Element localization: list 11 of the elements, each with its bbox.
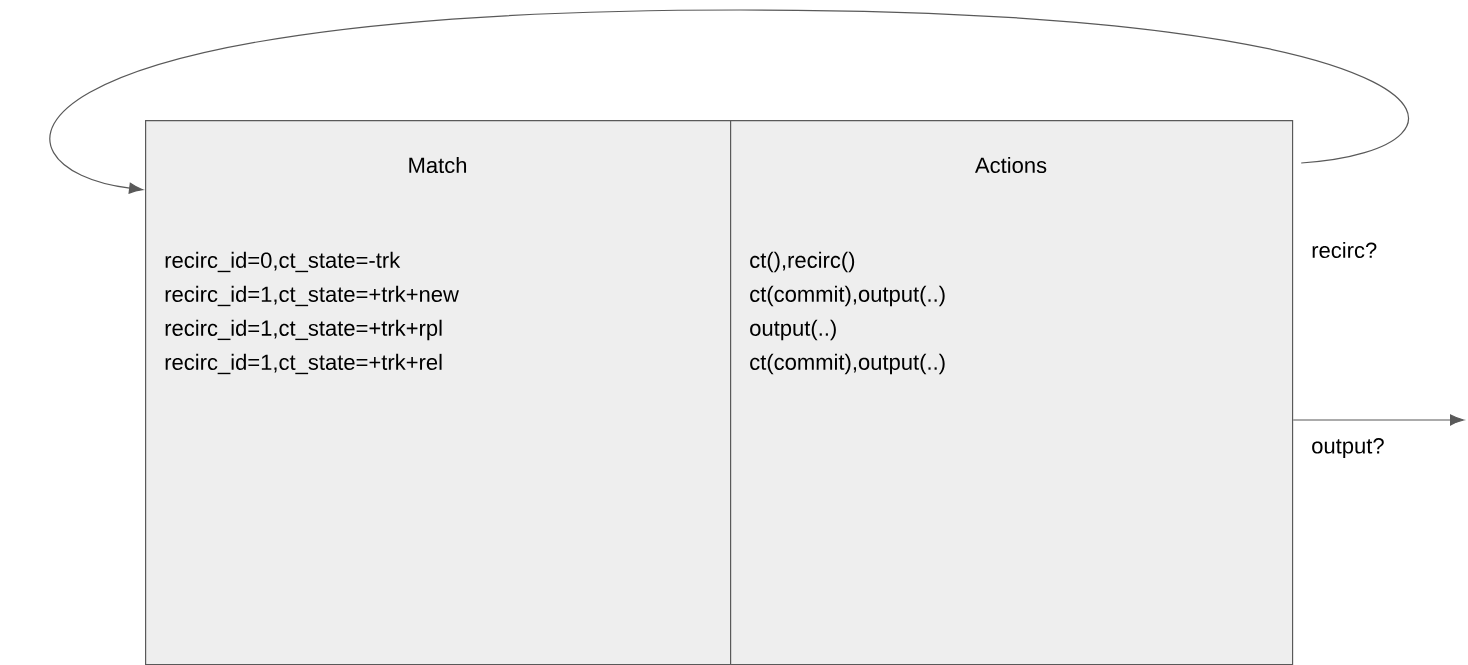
edge-label: output?	[1310, 437, 1386, 459]
table-column: Actions ct(),recirc() ct(commit),output(..) output(..) ct(commit),output(..)	[730, 120, 1294, 665]
arrow	[1292, 414, 1465, 426]
edge-label: recirc?	[1310, 240, 1379, 260]
node-label: Match	[409, 156, 467, 174]
node-label: recirc_id=1,ct_state=+trk+new	[165, 285, 459, 307]
node-label: recirc_id=0,ct_state=-trk	[165, 251, 401, 273]
table-column: Match recirc_id=0,ct_state=-trk recirc_id=1,ct_state=+trk+new recirc_id=1,ct_state=+trk+rpl recirc_id=1,ct_state=+trk+rel	[145, 120, 732, 665]
node-label: recirc_id=1,ct_state=+trk+rpl	[165, 319, 442, 341]
node-label: recirc_id=1,ct_state=+trk+rel	[165, 353, 442, 375]
arrow	[49, 9, 1410, 194]
